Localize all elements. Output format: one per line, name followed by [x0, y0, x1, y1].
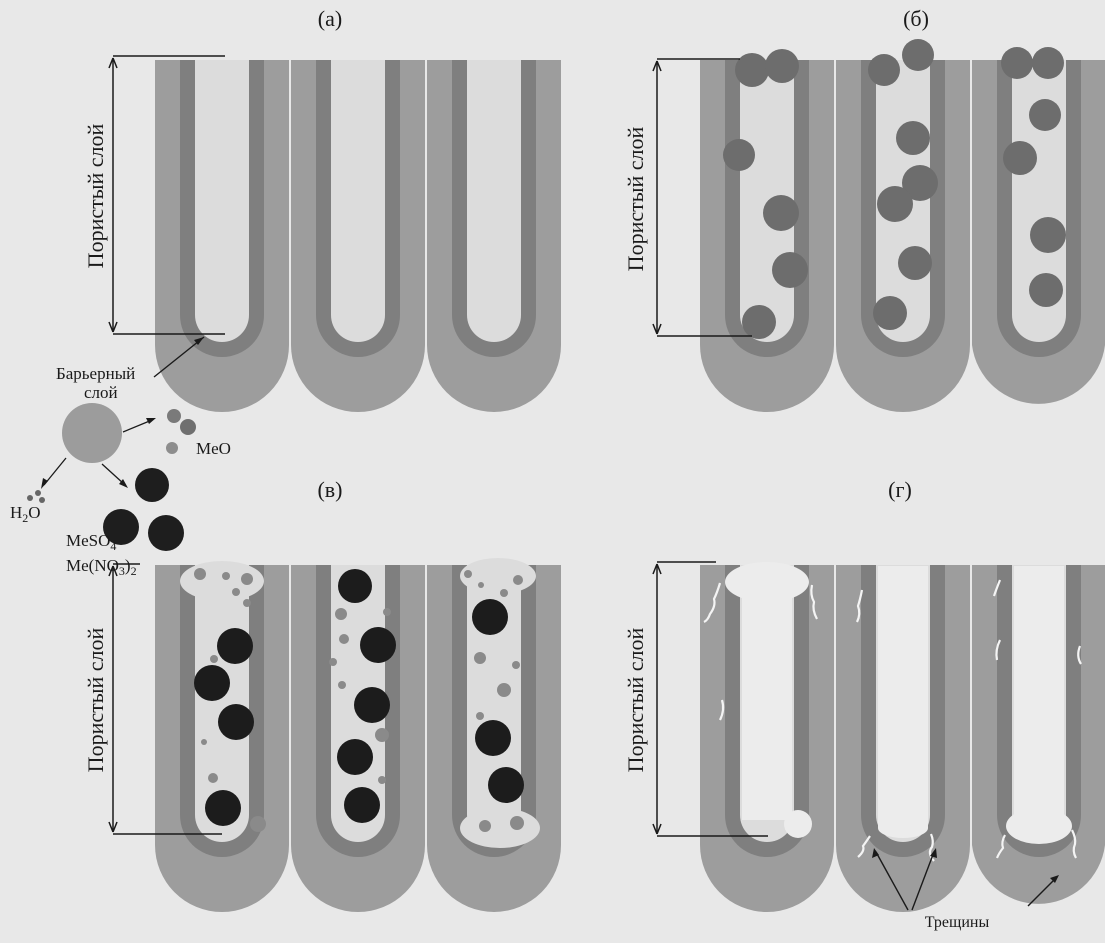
barrier-label-line1: Барьерный	[56, 364, 135, 383]
meo-label: MeO	[196, 439, 231, 458]
water-particle-1	[27, 495, 33, 501]
filling-g	[725, 562, 1072, 844]
pore-wall-a2	[291, 60, 425, 412]
pore-wall-v2	[291, 565, 425, 912]
source-particle	[62, 403, 122, 463]
pore-wall-a1	[155, 60, 289, 412]
panel-label-v: (в)	[317, 477, 342, 502]
water-particle-2	[35, 490, 41, 496]
meo-particle-2	[180, 419, 196, 435]
barrier-label-line2: слой	[84, 383, 118, 402]
meso4-label: MeSO4	[66, 531, 116, 553]
panel-label-g: (г)	[888, 477, 912, 502]
pore-wall-a3	[427, 60, 561, 412]
panel-label-b: (б)	[903, 6, 929, 31]
meno3-label: Me(NO3)2	[66, 556, 137, 578]
swelling-v3-bottom	[460, 808, 540, 848]
panel-label-a: (а)	[318, 6, 342, 31]
porous-layer-label-v: Пористый слой	[83, 627, 108, 772]
porous-layer-label-a: Пористый слой	[83, 123, 108, 268]
porous-layer-label-g: Пористый слой	[623, 627, 648, 772]
meo-particle-1	[167, 409, 181, 423]
porous-layer-label-b: Пористый слой	[623, 126, 648, 271]
pore-wall-b2	[836, 60, 970, 412]
pore-wall-b1	[700, 60, 834, 412]
meo-particle-3	[166, 442, 178, 454]
cracks-label: Трещины	[925, 914, 990, 931]
salt-particle-legend-1	[135, 468, 169, 502]
salt-particle-legend-3	[148, 515, 184, 551]
pore-wall-v1	[155, 565, 289, 912]
